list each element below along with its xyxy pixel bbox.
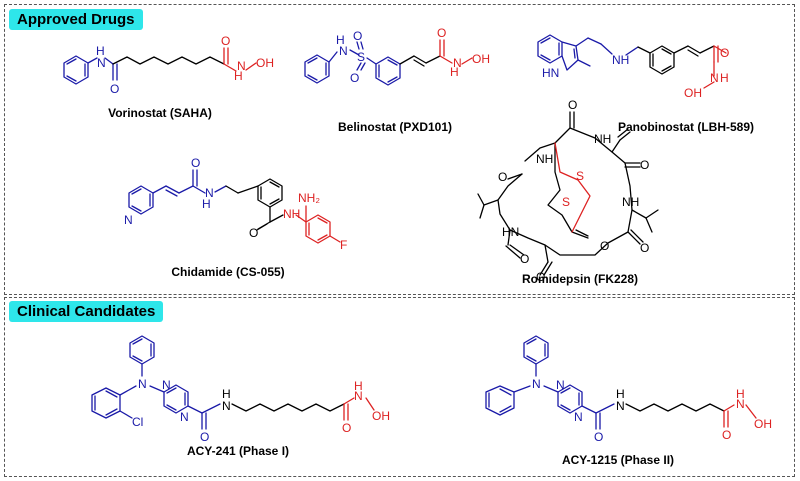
atom-label: O bbox=[568, 98, 577, 112]
atom-label: N bbox=[97, 56, 106, 70]
acy1215-caption: ACY-1215 (Phase II) bbox=[561, 453, 675, 467]
atom-label: N bbox=[180, 410, 189, 424]
atom-label: O bbox=[600, 239, 609, 253]
atom-label: NH bbox=[594, 132, 611, 146]
panobinostat-caption: Panobinostat (LBH-589) bbox=[617, 120, 755, 134]
belinostat-structure bbox=[304, 39, 473, 86]
atom-label: O bbox=[594, 430, 603, 444]
atom-label: N bbox=[162, 378, 171, 392]
atom-label: Cl bbox=[132, 415, 143, 429]
romidepsin-caption: Romidepsin (FK228) bbox=[521, 272, 639, 286]
atom-label: HN bbox=[502, 225, 519, 239]
atom-label: NH bbox=[536, 152, 553, 166]
atom-label: H bbox=[336, 33, 345, 47]
atom-label: O bbox=[520, 252, 529, 266]
atom-label: N bbox=[574, 410, 583, 424]
atom-label: N bbox=[532, 377, 541, 391]
atom-label: OH bbox=[256, 56, 274, 70]
atom-label: H bbox=[354, 379, 363, 393]
atom-label: N bbox=[124, 213, 133, 227]
atom-label: HN bbox=[542, 66, 559, 80]
atom-label: O bbox=[498, 170, 507, 184]
atom-label: H bbox=[96, 44, 105, 58]
atom-label: OH bbox=[754, 417, 772, 431]
atom-label: H bbox=[450, 65, 459, 79]
acy241-caption: ACY-241 (Phase I) bbox=[186, 444, 290, 458]
atom-label: N bbox=[237, 59, 246, 73]
atom-label: O bbox=[722, 428, 731, 442]
atom-label: N bbox=[556, 378, 565, 392]
atom-label: N bbox=[205, 186, 214, 200]
atom-label: H bbox=[202, 197, 211, 211]
atom-label: OH bbox=[372, 409, 390, 423]
panobinostat-structure bbox=[537, 34, 727, 89]
atom-label: O bbox=[200, 430, 209, 444]
approved-drugs-label: Approved Drugs bbox=[9, 9, 143, 30]
atom-label: O bbox=[640, 241, 649, 255]
atom-label: N bbox=[736, 397, 745, 411]
atom-label: O bbox=[191, 156, 200, 170]
atom-label: H bbox=[720, 71, 729, 85]
atom-label: O bbox=[437, 26, 446, 40]
atom-label: NH bbox=[622, 195, 639, 209]
atom-label: O bbox=[350, 71, 359, 85]
chidamide-caption: Chidamide (CS-055) bbox=[171, 265, 285, 279]
atom-label: N bbox=[339, 44, 348, 58]
vorinostat-caption: Vorinostat (SAHA) bbox=[108, 106, 212, 120]
clinical-candidates-label: Clinical Candidates bbox=[9, 301, 164, 322]
atom-label: OH bbox=[684, 86, 702, 100]
atom-label: O bbox=[249, 226, 258, 240]
atom-label: N bbox=[453, 56, 462, 70]
atom-label: O bbox=[536, 270, 545, 284]
atom-label: H bbox=[616, 387, 625, 401]
atom-label: NH₂ bbox=[298, 191, 320, 205]
belinostat-caption: Belinostat (PXD101) bbox=[337, 120, 453, 134]
atom-label: O bbox=[353, 29, 362, 43]
atom-label: N bbox=[710, 71, 719, 85]
atom-label: NH bbox=[283, 207, 300, 221]
atom-label: H bbox=[234, 69, 243, 83]
atom-label: S bbox=[576, 169, 584, 183]
atom-label: S bbox=[562, 195, 570, 209]
atom-label: OH bbox=[472, 52, 490, 66]
atom-label: N bbox=[138, 377, 147, 391]
atom-label: N bbox=[354, 389, 363, 403]
atom-label: F bbox=[340, 238, 347, 252]
romidepsin-structure bbox=[477, 111, 659, 276]
approved-drugs-panel: Approved Drugs bbox=[4, 4, 795, 295]
atom-label: O bbox=[221, 34, 230, 48]
atom-label: N bbox=[222, 399, 231, 413]
atom-label: O bbox=[110, 82, 119, 96]
clinical-candidates-panel: Clinical Candidates bbox=[4, 297, 795, 477]
atom-label: O bbox=[640, 158, 649, 172]
chidamide-structure bbox=[128, 169, 341, 244]
atom-label: S bbox=[357, 50, 365, 64]
atom-label: NH bbox=[612, 53, 629, 67]
atom-label: O bbox=[342, 421, 351, 435]
atom-label: O bbox=[720, 46, 729, 60]
vorinostat-structure bbox=[63, 47, 257, 85]
atom-label: H bbox=[736, 387, 745, 401]
atom-label: N bbox=[616, 399, 625, 413]
acy241-structure bbox=[91, 335, 375, 430]
acy1215-structure bbox=[485, 335, 757, 430]
atom-label: H bbox=[222, 387, 231, 401]
